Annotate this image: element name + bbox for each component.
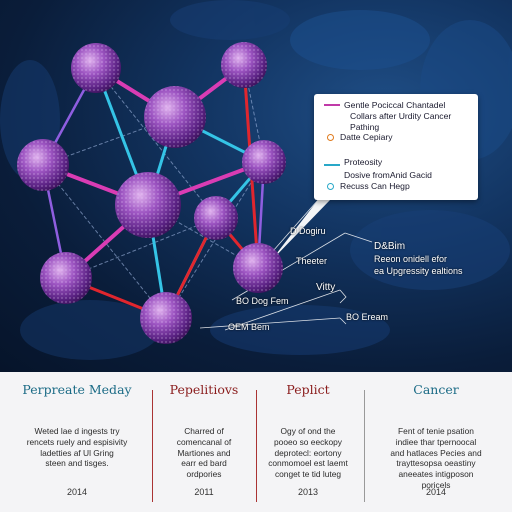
info-column-3: Peplict Ogy of ond the pooeo so eeckopy … (258, 372, 358, 512)
molecule-spheres (17, 42, 286, 344)
sphere-node (115, 172, 181, 238)
body-line: Weted lae d ingests try (34, 426, 120, 436)
sphere-node (144, 86, 206, 148)
callout-line: Pathing (350, 122, 380, 132)
body-line: Martiones and (177, 447, 231, 458)
body-line: earr ed bard (181, 458, 227, 469)
column-divider (152, 390, 153, 502)
label-theeter: Theeter (296, 256, 328, 266)
body-line: ordpories (186, 469, 222, 479)
sphere-node (140, 292, 192, 344)
body-line: and hatlaces Pecies and (390, 447, 482, 458)
label-oembem: OEM Bem (228, 322, 270, 332)
sphere-node (17, 139, 69, 191)
label-dodyfem: BO Dog Fem (236, 296, 289, 306)
column-body: Weted lae d ingests try rencets ruely an… (12, 426, 142, 469)
sphere-node (233, 243, 283, 293)
body-line: Ogy of ond the (280, 426, 336, 436)
cyan-line-marker (324, 164, 340, 166)
sphere-node (242, 140, 286, 184)
info-panel: Perpreate Meday Weted lae d ingests try … (0, 372, 512, 512)
body-line: conget te tid luteg (274, 469, 342, 479)
body-line: Fent of tenie psation (398, 426, 474, 436)
callout-line: Datte Cepiary (340, 132, 393, 142)
body-line: pooeo so eeckopy (274, 436, 342, 447)
body-line: deprotecl: eortony (274, 447, 342, 458)
body-line: steen and tisges. (45, 458, 109, 469)
column-year: 2014 (66, 487, 88, 497)
body-line: trayttesopsa oeastiny (396, 458, 476, 469)
sphere-node (194, 196, 238, 240)
sphere-node (40, 252, 92, 304)
column-title: Peplict (286, 382, 330, 397)
body-line: conmomoel est laemt (268, 458, 348, 469)
callout-pointer (270, 200, 330, 262)
body-line: ladetties af Ul Gring (40, 447, 114, 458)
callout-line: Recuss Can Hegp (340, 181, 410, 191)
cyan-circle-icon (327, 183, 334, 190)
body-line: rencets ruely and espisivity (26, 436, 128, 447)
body-line: comencanal of (176, 436, 232, 447)
label-reeon: Reeon onidell efor (374, 254, 448, 264)
label-upgresity: ea Upgressity ealtions (374, 266, 463, 276)
column-divider (364, 390, 365, 502)
network-illustration (0, 0, 512, 360)
column-divider (256, 390, 257, 502)
column-body: Fent of tenie psation indiee thar tperno… (372, 426, 500, 491)
column-title: Pepelitiovs (169, 382, 239, 397)
orange-circle-icon (327, 134, 334, 141)
column-year: 2011 (194, 487, 214, 497)
column-year: 2014 (425, 487, 447, 497)
callout-line: Proteosity (344, 157, 383, 167)
magenta-line-marker (324, 104, 340, 106)
label-dabim: D&Bim (374, 241, 406, 252)
label-boeream: BO Eream (346, 312, 389, 322)
column-year: 2013 (297, 487, 319, 497)
background-cells (0, 0, 512, 360)
column-body: Ogy of ond the pooeo so eeckopy deprotec… (264, 426, 352, 480)
sphere-node (71, 43, 121, 93)
info-column-4: Cancer Fent of tenie psation indiee thar… (366, 372, 506, 512)
label-dogiru: D Dogiru (290, 226, 326, 236)
column-body: Charred of comencanal of Martiones and e… (162, 426, 246, 480)
info-callout: Gentle Pociccal Chantadel Collars after … (314, 94, 478, 200)
column-title: Cancer (413, 382, 459, 397)
column-title: Perpreate Meday (22, 382, 132, 397)
sphere-node (221, 42, 267, 88)
info-column-1: Perpreate Meday Weted lae d ingests try … (6, 372, 148, 512)
info-column-2: Pepelitiovs Charred of comencanal of Mar… (156, 372, 252, 512)
body-line: indiee thar tpernoocal (395, 436, 477, 447)
body-line: poricels (421, 479, 451, 490)
callout-line: Collars after Urdity Cancer (350, 111, 452, 121)
body-line: aneeates intigposon (398, 469, 474, 479)
callout-line: Gentle Pociccal Chantadel (344, 100, 446, 110)
body-line: Charred of (184, 426, 224, 436)
callout-line: Dosive fromAnid Gacid (344, 170, 432, 180)
label-vitty: Vitty (316, 282, 336, 293)
molecular-scene: Gentle Pociccal Chantadel Collars after … (0, 0, 512, 372)
